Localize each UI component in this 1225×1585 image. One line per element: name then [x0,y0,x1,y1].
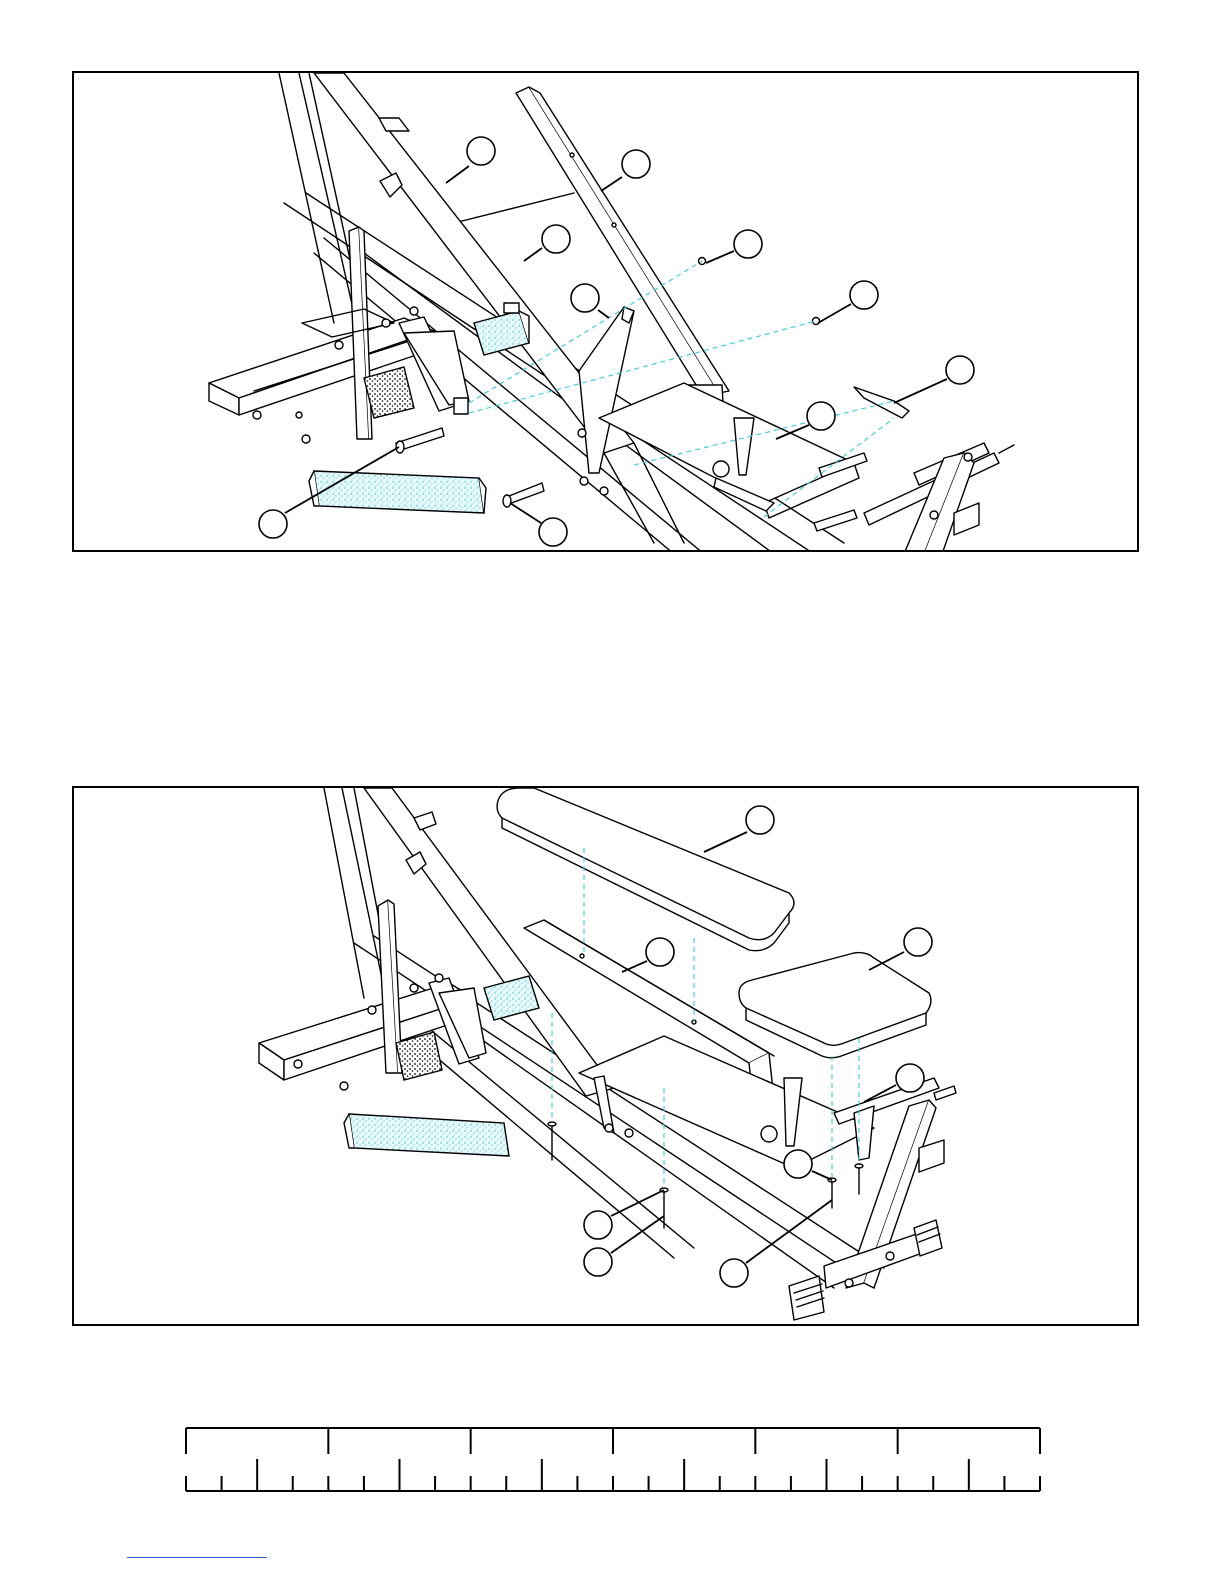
callout-circle [784,1150,812,1178]
callout-circle [904,928,932,956]
callout-circle [720,1259,748,1287]
callout-circle [850,281,878,309]
callout-circle [622,150,650,178]
callout-circle [467,137,495,165]
callout-circle [584,1248,612,1276]
callout-circle [542,225,570,253]
callout-circle [259,510,287,538]
assembly-drawing-bottom [74,788,1139,1326]
callout-circle [571,284,599,312]
seat-pad [739,953,931,1058]
assembly-drawing-top [74,73,1139,552]
footer-rule [127,1557,267,1558]
callout-circle [734,230,762,258]
rear-stand [864,443,1014,552]
callout-circle [539,518,567,546]
callout-circle [584,1211,612,1239]
callout-circle [746,806,774,834]
callout-circle [807,402,835,430]
callout-circle [946,356,974,384]
callout-circle [896,1064,924,1092]
ruler-ticks [186,1428,1040,1491]
callout-circle [646,938,674,966]
diagonal-arm [314,73,684,543]
assembly-figure-top [72,71,1139,552]
assembly-figure-bottom [72,786,1139,1326]
measurement-ruler [184,1424,1044,1496]
